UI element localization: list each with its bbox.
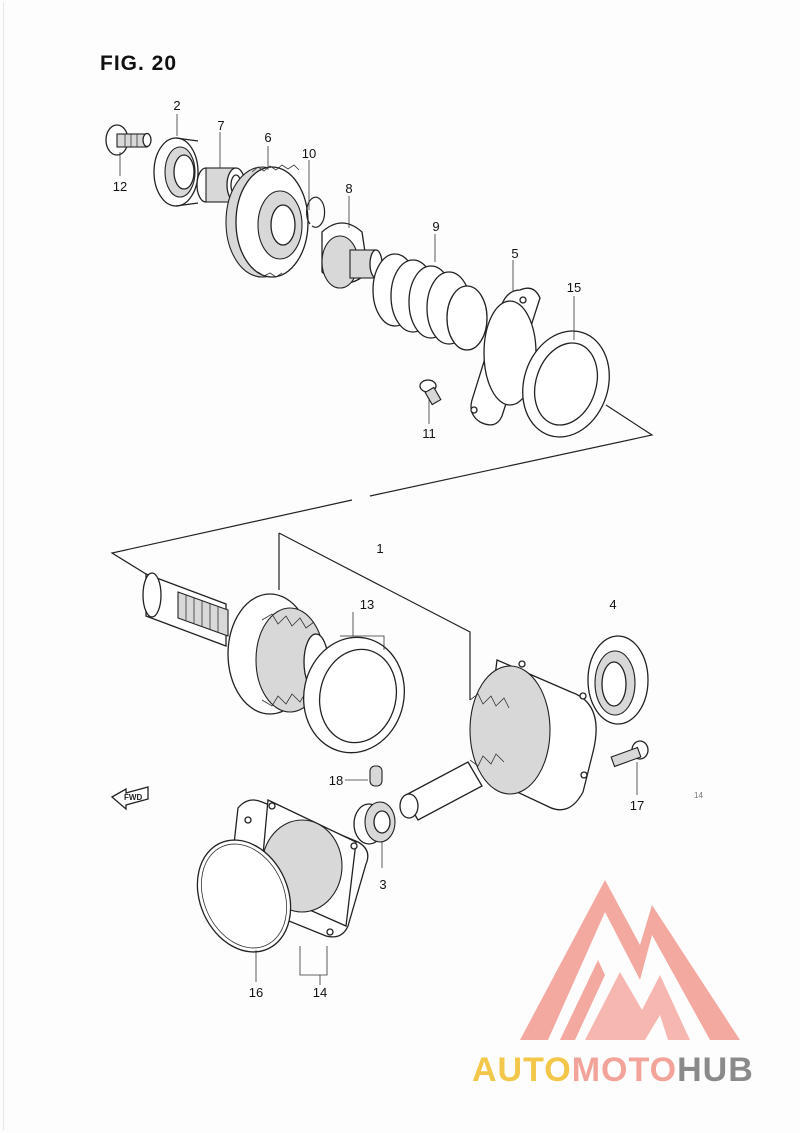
callout-4: 4 — [609, 597, 616, 612]
part-13-ring — [302, 612, 406, 754]
part-4-bearing — [587, 635, 649, 725]
watermark-logo-icon — [520, 880, 740, 1040]
figure-title: FIG. 20 — [100, 52, 178, 75]
callout-18: 18 — [329, 773, 343, 788]
watermark-brand-text: AUTOMOTOHUB — [472, 1051, 754, 1090]
part-9-spring — [372, 253, 488, 351]
fwd-direction-marker: FWD — [110, 786, 149, 811]
callout-3: 3 — [379, 877, 386, 892]
part-15-gasket — [522, 330, 610, 438]
callout-11: 11 — [422, 426, 436, 441]
callout-16: 16 — [249, 985, 263, 1000]
part-6-gear — [225, 164, 309, 278]
part-16-o-ring — [196, 839, 292, 982]
callout-7: 7 — [217, 118, 224, 133]
fwd-label: FWD — [124, 793, 142, 802]
brand-part-hub: HUB — [677, 1051, 754, 1089]
part-3-needle-bearing — [353, 801, 396, 868]
callout-10: 10 — [302, 146, 316, 161]
part-17-bolt — [610, 740, 649, 795]
page-number: 14 — [694, 791, 703, 800]
callout-5: 5 — [511, 246, 518, 261]
callout-9: 9 — [432, 219, 439, 234]
brand-part-auto: AUTO — [472, 1051, 572, 1089]
part-12-bolt — [105, 124, 152, 156]
callout-2: 2 — [173, 98, 180, 113]
callout-8: 8 — [345, 181, 352, 196]
part-5-cover-plate — [470, 287, 541, 426]
callout-13: 13 — [360, 597, 374, 612]
callout-17: 17 — [630, 798, 644, 813]
part-10-circlip — [305, 196, 326, 228]
part-1-pinion-housing — [399, 659, 597, 821]
callout-6: 6 — [264, 130, 271, 145]
callout-15: 15 — [567, 280, 581, 295]
part-18-pin — [345, 765, 383, 787]
part-1-shaft-gear — [142, 572, 329, 715]
part-11-bolt — [419, 379, 442, 406]
callout-14: 14 — [313, 985, 327, 1000]
part-8-clutch-dog — [321, 222, 383, 289]
brand-part-moto: MOTO — [571, 1051, 678, 1089]
callout-12: 12 — [113, 179, 127, 194]
callout-1: 1 — [376, 541, 383, 556]
part-2-bearing — [153, 137, 199, 207]
